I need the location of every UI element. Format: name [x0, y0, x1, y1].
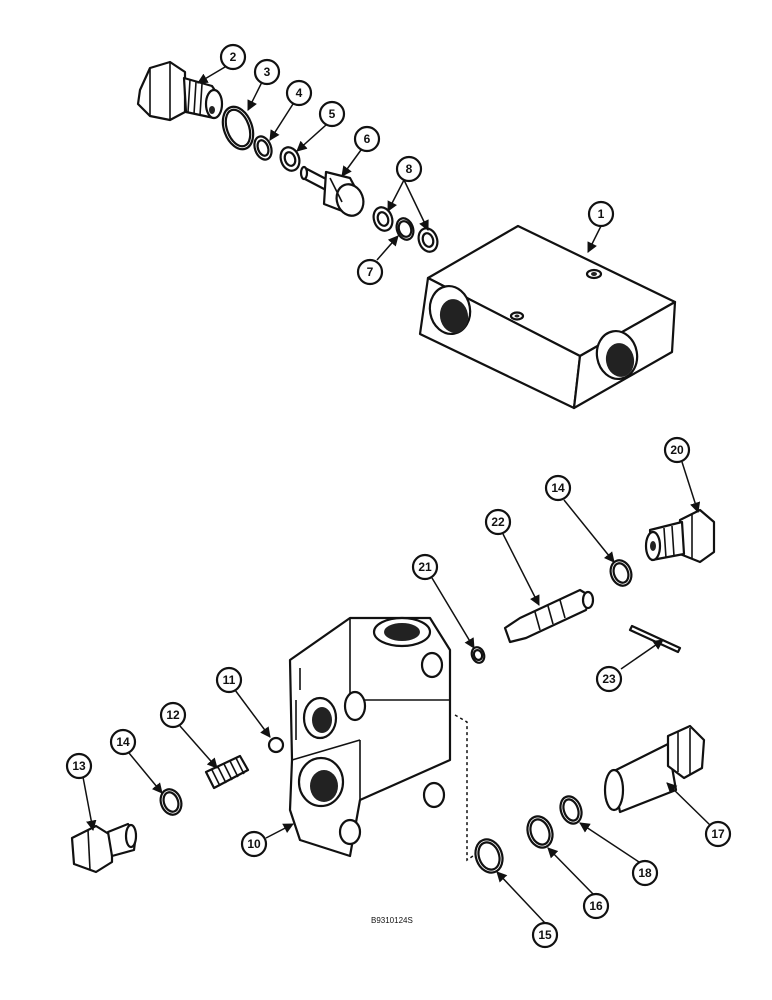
callout-22: 22	[484, 508, 512, 536]
callout-8: 8	[395, 155, 423, 183]
callout-6: 6	[353, 125, 381, 153]
callout-17-label: 17	[711, 827, 725, 841]
part-8-ring-b	[417, 227, 439, 253]
callout-11-label: 11	[223, 673, 236, 687]
callout-4: 4	[285, 79, 313, 107]
part-4-ring	[253, 135, 273, 161]
callout-7: 7	[356, 258, 384, 286]
callout-14-upper-label: 14	[551, 481, 565, 495]
callout-14-lower-label: 14	[116, 735, 130, 749]
callout-12-label: 12	[166, 708, 180, 722]
callout-10: 10	[240, 830, 268, 858]
callout-1-label: 1	[598, 207, 605, 221]
callout-15-label: 15	[538, 928, 552, 942]
callout-22-label: 22	[491, 515, 505, 529]
callout-3-label: 3	[264, 65, 271, 79]
part-10-valve-body	[288, 616, 452, 858]
part-7-o-ring	[395, 217, 415, 241]
part-17-cartridge	[603, 724, 706, 814]
callout-7-label: 7	[367, 265, 374, 279]
part-21-o-ring	[470, 646, 486, 664]
callout-12: 12	[159, 701, 187, 729]
callout-16: 16	[582, 892, 610, 920]
callout-5-label: 5	[329, 107, 336, 121]
callout-14-lower: 14	[109, 728, 137, 756]
callout-14-upper: 14	[544, 474, 572, 502]
callout-6-label: 6	[364, 132, 371, 146]
part-18-o-ring	[559, 795, 583, 825]
part-3-o-ring	[221, 105, 255, 151]
part-14-o-ring-upper	[609, 559, 633, 587]
dashed-guide-line	[454, 714, 486, 862]
part-20-fitting	[644, 508, 716, 564]
figure-code: B9310124S	[371, 916, 413, 925]
callout-5: 5	[318, 100, 346, 128]
callout-18: 18	[631, 859, 659, 887]
part-6-poppet	[299, 165, 365, 217]
callout-2-label: 2	[230, 50, 237, 64]
part-16-backup-ring	[526, 815, 554, 849]
part-2-relief-cartridge	[136, 60, 224, 122]
callout-13-label: 13	[72, 759, 86, 773]
callout-3: 3	[253, 58, 281, 86]
part-12-spring	[204, 754, 250, 790]
part-15-o-ring	[474, 838, 504, 874]
callout-20: 20	[663, 436, 691, 464]
callout-2: 2	[219, 43, 247, 71]
part-11-ball	[267, 736, 285, 754]
part-14-o-ring-lower	[159, 788, 183, 816]
callout-18-label: 18	[638, 866, 652, 880]
callout-20-label: 20	[670, 443, 684, 457]
part-22-spool	[503, 588, 595, 644]
part-5-backup-ring	[279, 146, 301, 172]
callout-1: 1	[587, 200, 615, 228]
callout-16-label: 16	[589, 899, 603, 913]
callout-13: 13	[65, 752, 93, 780]
callout-8-label: 8	[406, 162, 413, 176]
part-8-ring-a	[372, 206, 394, 232]
callout-21-label: 21	[418, 560, 432, 574]
part-23-pin	[628, 624, 682, 654]
callout-23-label: 23	[602, 672, 616, 686]
callout-11: 11	[215, 666, 243, 694]
callout-10-label: 10	[247, 837, 261, 851]
callout-23: 23	[595, 665, 623, 693]
callout-4-label: 4	[296, 86, 303, 100]
leader-lines	[82, 66, 712, 924]
part-1-manifold-block	[418, 224, 677, 410]
callout-17: 17	[704, 820, 732, 848]
callout-15: 15	[531, 921, 559, 949]
callout-21: 21	[411, 553, 439, 581]
part-13-plug	[70, 822, 138, 874]
